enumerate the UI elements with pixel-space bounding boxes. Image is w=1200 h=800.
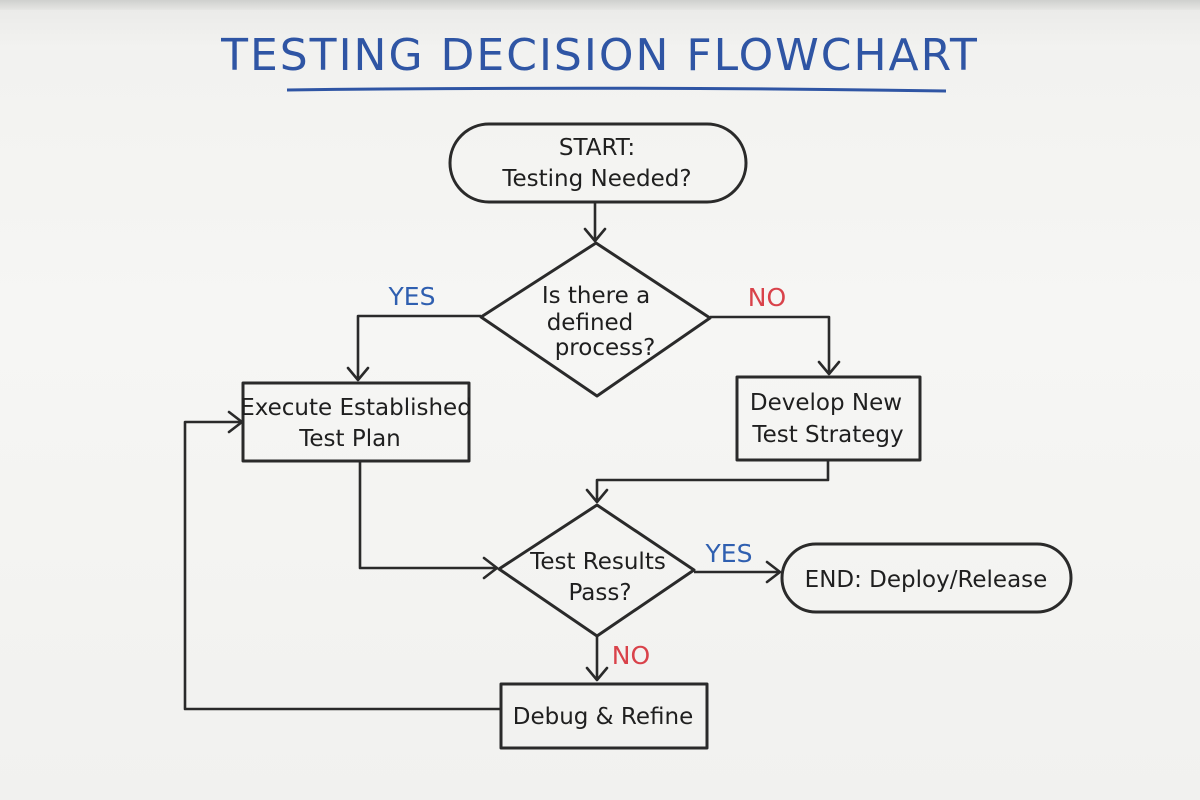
label-process-no: NO	[748, 283, 786, 312]
decision-process-line2: defined	[547, 310, 634, 336]
edge-process-no	[710, 315, 841, 376]
end-node-label: END: Deploy/Release	[805, 567, 1048, 593]
flowchart-title: TESTING DECISION FLOWCHART	[221, 30, 979, 81]
edge-pass-no	[585, 636, 609, 682]
whiteboard-frame	[0, 0, 1200, 10]
edge-process-yes	[346, 314, 481, 382]
decision-pass-line2: Pass?	[568, 580, 631, 606]
debug-refine-node: Debug & Refine	[499, 682, 709, 750]
decision-test-results-pass: Test Results Pass?	[497, 503, 696, 638]
decision-process-line1: Is there a	[542, 283, 650, 309]
develop-line2: Test Strategy	[751, 422, 903, 448]
label-pass-no: NO	[612, 641, 650, 670]
edge-develop-to-pass	[585, 460, 830, 504]
start-node-line1: START:	[559, 135, 635, 161]
start-node: START: Testing Needed?	[448, 122, 748, 204]
edge-start-to-decision	[583, 202, 607, 243]
decision-pass-line1: Test Results	[529, 549, 666, 575]
debug-label: Debug & Refine	[513, 704, 694, 730]
execute-test-plan-node: Execute Established Test Plan	[240, 381, 472, 463]
execute-line1: Execute Established	[240, 395, 472, 421]
decision-defined-process: Is there a defined process?	[479, 241, 712, 398]
decision-process-line3: process?	[555, 335, 656, 361]
execute-line2: Test Plan	[298, 426, 401, 452]
edge-pass-yes	[694, 560, 782, 584]
start-node-line2: Testing Needed?	[501, 166, 691, 192]
develop-line1: Develop New	[750, 390, 902, 416]
edge-debug-loop-to-execute	[183, 410, 501, 711]
label-process-yes: YES	[388, 282, 436, 311]
title-underline	[286, 86, 947, 93]
end-node: END: Deploy/Release	[780, 542, 1073, 614]
label-pass-yes: YES	[705, 539, 753, 568]
edge-execute-to-pass	[358, 461, 499, 580]
develop-test-strategy-node: Develop New Test Strategy	[735, 375, 922, 462]
